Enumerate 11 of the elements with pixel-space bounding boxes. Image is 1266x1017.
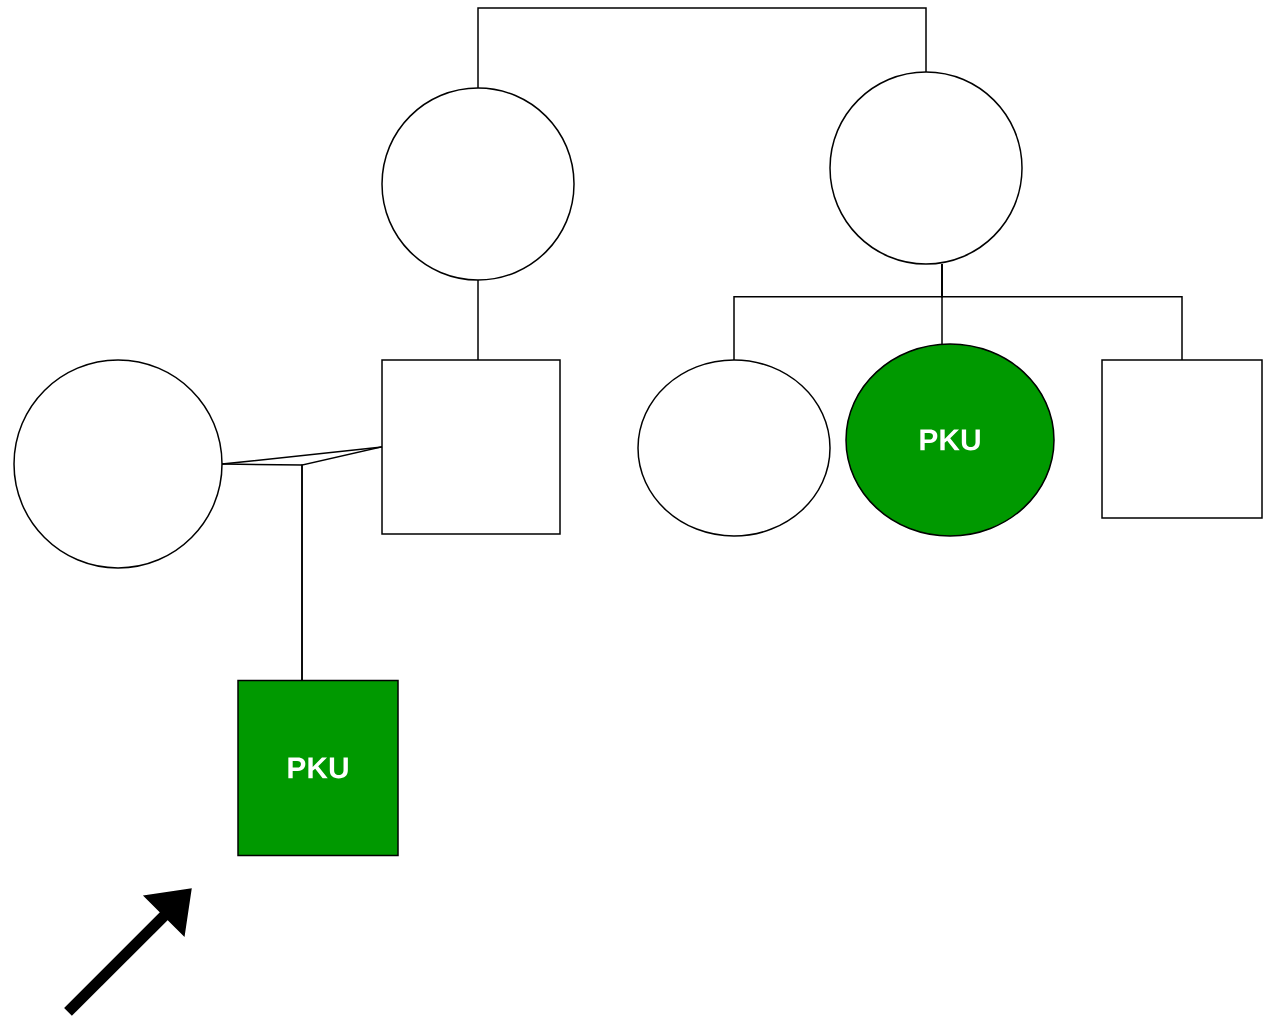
pedigree-circle [381, 87, 575, 281]
pedigree-circle [13, 359, 223, 569]
pedigree-square [1101, 359, 1263, 519]
pedigree-circle [829, 71, 1023, 265]
pedigree-line [477, 280, 479, 360]
pedigree-line [941, 264, 1183, 360]
pedigree-line [301, 446, 382, 681]
pedigree-square: PKU [237, 679, 399, 857]
pedigree-line [477, 7, 927, 88]
pedigree-square [381, 359, 561, 535]
pedigree-circle [637, 359, 831, 537]
